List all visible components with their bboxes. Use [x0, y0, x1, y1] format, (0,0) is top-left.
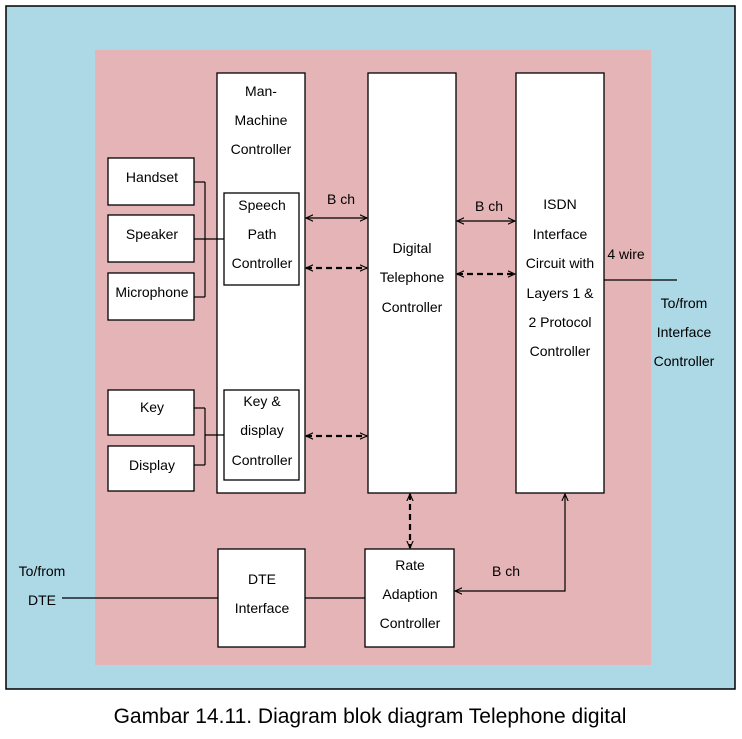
speech-peripheral-connectors	[194, 181, 224, 298]
key-display-label-2: display	[240, 422, 284, 438]
digital-telephone-label-2: Telephone	[380, 269, 445, 285]
digital-telephone-controller-box	[367, 72, 457, 494]
speech-path-label-2: Path	[248, 226, 277, 242]
isdn-interface-box	[515, 72, 605, 494]
dte-interface-box	[217, 548, 306, 648]
key-display-label-1: Key &	[243, 393, 281, 409]
isdn-label-3: Circuit with	[526, 255, 594, 271]
bch-arrow-bottom	[455, 494, 565, 591]
key-display-controller-box	[223, 389, 300, 481]
man-machine-label-1: Man-	[245, 83, 277, 99]
digital-telephone-label-3: Controller	[382, 299, 443, 315]
figure-caption: Gambar 14.11. Diagram blok diagram Telep…	[114, 705, 627, 728]
rate-adaption-label-3: Controller	[380, 615, 441, 631]
isdn-label-2: Interface	[533, 226, 588, 242]
bch-right-label: B ch	[475, 198, 503, 214]
microphone-box	[107, 272, 195, 321]
key-display-label-3: Controller	[232, 452, 293, 468]
isdn-label-4: Layers 1 &	[527, 285, 595, 301]
speech-path-label-1: Speech	[238, 197, 285, 213]
four-wire-label: 4 wire	[607, 246, 645, 262]
rate-adaption-controller-box	[364, 548, 455, 648]
to-from-dte-label-1: To/from	[19, 563, 66, 579]
speaker-label: Speaker	[126, 226, 178, 242]
display-label: Display	[129, 457, 175, 473]
handset-label: Handset	[126, 169, 178, 185]
key-label: Key	[140, 399, 164, 415]
isdn-label-5: 2 Protocol	[528, 314, 591, 330]
isdn-label-6: Controller	[530, 343, 591, 359]
dte-interface-label-2: Interface	[235, 600, 290, 616]
key-display-peripheral-connectors	[194, 407, 224, 466]
to-from-dte-label-2: DTE	[28, 592, 56, 608]
display-box	[107, 445, 195, 492]
microphone-label: Microphone	[115, 284, 188, 300]
bch-left-label: B ch	[327, 191, 355, 207]
speech-path-controller-box	[223, 192, 300, 286]
speech-path-label-3: Controller	[232, 255, 293, 271]
dte-interface-label-1: DTE	[248, 571, 276, 587]
to-from-interface-label-1: To/from	[661, 295, 708, 311]
to-from-interface-label-2: Interface	[657, 324, 712, 340]
isdn-label-1: ISDN	[543, 196, 576, 212]
bch-bottom-label: B ch	[492, 563, 520, 579]
digital-telephone-label-1: Digital	[393, 240, 432, 256]
rate-adaption-label-1: Rate	[395, 557, 425, 573]
key-box	[107, 389, 195, 436]
man-machine-label-3: Controller	[231, 141, 292, 157]
man-machine-label-2: Machine	[235, 112, 288, 128]
handset-box	[107, 157, 195, 206]
to-from-interface-label-3: Controller	[654, 353, 715, 369]
rate-adaption-label-2: Adaption	[382, 586, 437, 602]
